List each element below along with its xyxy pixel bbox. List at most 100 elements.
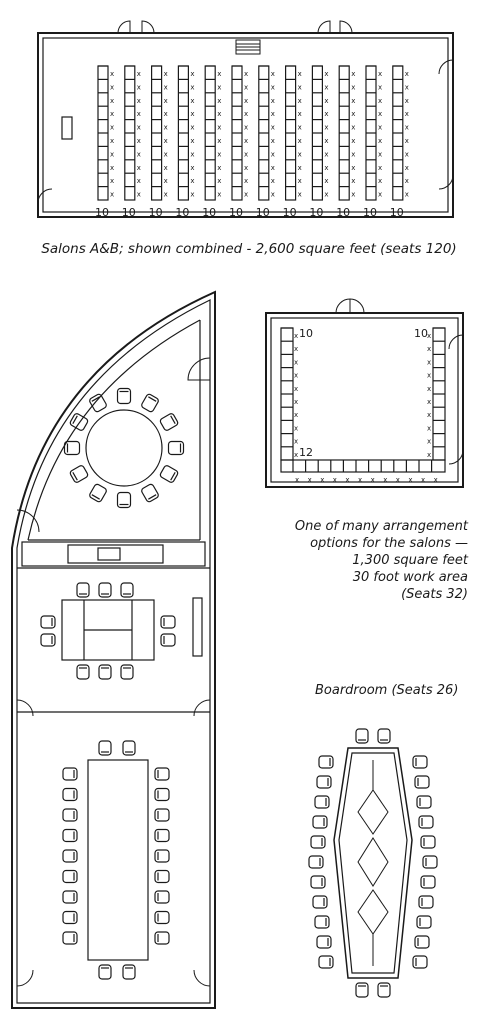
- chair: [154, 890, 170, 904]
- chair: [62, 910, 78, 925]
- seat-mark: x: [324, 150, 328, 158]
- seat-mark: x: [383, 476, 387, 484]
- seat-mark: x: [294, 358, 298, 366]
- column-seat-label: 10: [122, 206, 136, 219]
- chair: [62, 828, 78, 843]
- seat-mark: x: [244, 150, 248, 158]
- column-seat-label: 10: [309, 206, 323, 219]
- seat-mark: x: [217, 110, 221, 118]
- seat-mark: x: [164, 191, 168, 199]
- seating-column: [231, 65, 243, 201]
- chair: [40, 633, 56, 647]
- long-table-chairs: [62, 740, 170, 980]
- seating-column: [124, 65, 136, 201]
- seat-mark: x: [294, 332, 298, 340]
- chair: [141, 483, 159, 503]
- seat-mark: x: [298, 83, 302, 91]
- chair: [355, 982, 369, 998]
- seat-mark: x: [405, 97, 409, 105]
- seat-mark: x: [244, 70, 248, 78]
- seat-mark: x: [427, 372, 431, 380]
- seat-mark: x: [298, 191, 302, 199]
- caption-line: One of many arrangement: [294, 519, 468, 534]
- caption-line: 1,300 square feet: [352, 553, 468, 568]
- seat-mark: x: [137, 110, 141, 118]
- seat-mark: x: [110, 124, 114, 132]
- seat-mark: x: [190, 110, 194, 118]
- chair: [154, 869, 170, 884]
- seat-mark: x: [137, 97, 141, 105]
- seat-mark: x: [164, 70, 168, 78]
- seat-mark: x: [244, 177, 248, 185]
- seat-mark: x: [378, 150, 382, 158]
- seat-mark: x: [271, 191, 275, 199]
- chair: [62, 869, 78, 884]
- seat-mark: x: [294, 398, 298, 406]
- seat-mark: x: [333, 476, 337, 484]
- seat-mark: x: [190, 150, 194, 158]
- seat-mark: x: [137, 70, 141, 78]
- chair: [40, 615, 56, 629]
- seat-mark: x: [351, 150, 355, 158]
- chair: [98, 582, 112, 598]
- seat-mark: x: [351, 124, 355, 132]
- chair: [318, 955, 334, 969]
- seat-mark: x: [351, 70, 355, 78]
- seat-mark: x: [378, 110, 382, 118]
- seat-mark: x: [294, 438, 298, 446]
- chair: [420, 835, 436, 849]
- building-outer-wall: [11, 290, 216, 1009]
- chair: [418, 815, 434, 829]
- chair: [160, 633, 176, 647]
- seat-mark: x: [351, 177, 355, 185]
- salons-ab-plan: [37, 20, 454, 218]
- seat-mark: x: [190, 97, 194, 105]
- single-salon-inner-wall: [270, 317, 459, 483]
- seat-mark: x: [217, 150, 221, 158]
- chair: [422, 855, 438, 869]
- seat-mark: x: [190, 164, 194, 172]
- seat-mark: x: [378, 124, 382, 132]
- left-door: [37, 188, 53, 204]
- chair: [69, 465, 89, 483]
- chair: [308, 855, 324, 869]
- row-label-bottom: 12: [299, 446, 313, 459]
- seat-mark: x: [244, 137, 248, 145]
- caption-line: options for the salons —: [310, 536, 468, 551]
- seat-mark: x: [405, 164, 409, 172]
- chair: [154, 808, 170, 822]
- seat-mark: x: [137, 150, 141, 158]
- seat-mark: x: [217, 124, 221, 132]
- seat-mark: x: [427, 451, 431, 459]
- right-doors: [438, 59, 454, 190]
- seat-mark: x: [271, 177, 275, 185]
- chair: [154, 849, 170, 863]
- seat-mark: x: [421, 476, 425, 484]
- seat-mark: x: [351, 83, 355, 91]
- chair: [160, 615, 176, 629]
- seat-mark: x: [351, 191, 355, 199]
- seat-mark: x: [378, 137, 382, 145]
- seat-mark: x: [378, 70, 382, 78]
- boardroom-chairs: [308, 728, 438, 998]
- seat-mark: x: [271, 124, 275, 132]
- seat-mark: x: [110, 70, 114, 78]
- seat-mark: x: [434, 476, 438, 484]
- seat-mark: x: [427, 332, 431, 340]
- seating-columns: [97, 65, 404, 201]
- chair: [159, 413, 179, 431]
- stage-box: [61, 116, 73, 140]
- seat-mark: x: [110, 83, 114, 91]
- stair-icon: [235, 39, 261, 55]
- table-inlay: [357, 760, 389, 966]
- seat-mark: x: [164, 97, 168, 105]
- chair: [98, 664, 112, 680]
- chair: [63, 440, 81, 456]
- seat-mark: x: [351, 97, 355, 105]
- seat-mark: x: [164, 164, 168, 172]
- seat-mark: x: [308, 476, 312, 484]
- seat-mark: x: [244, 110, 248, 118]
- seat-mark: x: [137, 124, 141, 132]
- seat-mark: x: [405, 177, 409, 185]
- seat-mark: x: [427, 411, 431, 419]
